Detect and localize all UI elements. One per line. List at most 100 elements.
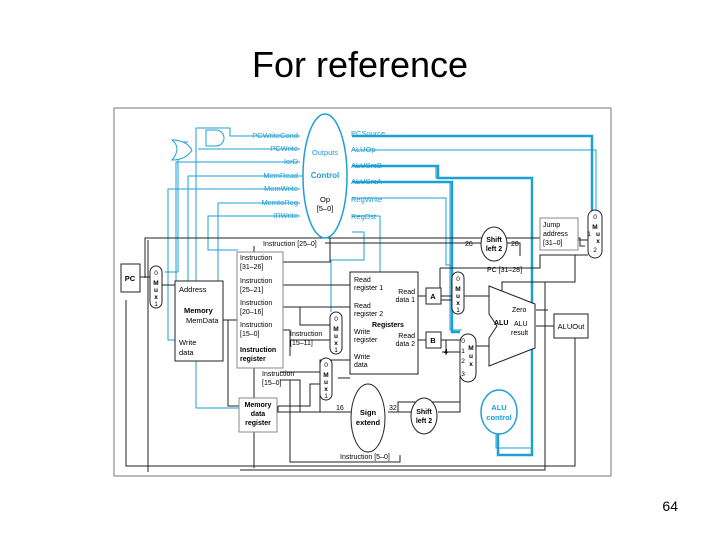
register-file: Read register 1 Read register 2 Write re… bbox=[349, 271, 419, 375]
reg-write-register-a: Write bbox=[354, 329, 370, 336]
mux-alusrca-0: 0 bbox=[456, 276, 460, 283]
alu-zero: Zero bbox=[512, 307, 527, 314]
thick-control-lines bbox=[352, 134, 594, 457]
memory-memdata: MemData bbox=[186, 316, 219, 325]
signal-regdst: RegDst bbox=[351, 212, 377, 221]
mux-iord-x: x bbox=[154, 294, 158, 301]
register-b-label: B bbox=[430, 336, 436, 345]
memory-data: data bbox=[179, 348, 194, 357]
jump-l2: address bbox=[543, 231, 568, 238]
control-outputs-label: Outputs bbox=[312, 148, 339, 157]
instr-31-26-a: Instruction bbox=[240, 255, 272, 262]
reg-write-register-b: register bbox=[354, 337, 378, 344]
alu-control-l1: ALU bbox=[491, 403, 506, 412]
register-b: B bbox=[425, 331, 442, 349]
or-gate bbox=[170, 139, 193, 161]
sign-extend-l1: Sign bbox=[360, 408, 377, 417]
signal-alusrca: ALUSrcA bbox=[351, 177, 382, 186]
mdr-l3: register bbox=[245, 420, 271, 427]
reg-write-data-b: data bbox=[354, 362, 368, 369]
signal-pcsource: PCSource bbox=[351, 129, 385, 138]
mux-pcsource-0: 0 bbox=[593, 214, 597, 221]
shift-left-top-in-bits: 26 bbox=[465, 241, 473, 248]
sign-extend: Sign extend bbox=[350, 383, 386, 453]
signal-memread: MemRead bbox=[263, 171, 298, 180]
instr-15-0-b: [15–0] bbox=[240, 331, 260, 338]
reg-read-data-2a: Read bbox=[398, 333, 415, 340]
control-op-label: Op bbox=[320, 195, 330, 204]
mux-alusrcb: 0 1 2 3 M u x bbox=[459, 333, 477, 383]
reg-read-register-1a: Read bbox=[354, 277, 371, 284]
instr-20-16-b: [20–16] bbox=[240, 309, 263, 316]
pc-register: PC bbox=[120, 263, 141, 293]
jump-l3: [31–0] bbox=[543, 240, 563, 247]
mux-regdst-u: u bbox=[334, 333, 338, 340]
instr-25-0-label: Instruction [25–0] bbox=[263, 241, 317, 248]
mux-alusrca-m: M bbox=[455, 286, 460, 293]
memory-title: Memory bbox=[184, 306, 214, 315]
mux-alusrcb-2: 2 bbox=[461, 358, 465, 365]
mux-regdst-1: 1 bbox=[334, 347, 338, 354]
instr-15-0-lower-b: [15–0] bbox=[262, 380, 282, 387]
alu: Zero ALU ALU result bbox=[488, 285, 536, 367]
shift-left-bottom-l2: left 2 bbox=[416, 418, 432, 425]
instr-20-16-a: Instruction bbox=[240, 300, 272, 307]
memory-unit: Address Memory MemData Write data bbox=[174, 280, 224, 362]
mux-regdst-0: 0 bbox=[334, 316, 338, 323]
reg-read-register-1b: register 1 bbox=[354, 285, 383, 292]
mux-memtoreg: 0 M u x 1 bbox=[319, 357, 333, 401]
pc-label: PC bbox=[125, 274, 136, 283]
slide-title: For reference bbox=[251, 44, 469, 85]
control-left-signal-labels: PCWriteCond PCWrite IorD MemRead MemWrit… bbox=[252, 131, 298, 220]
mux-iord-m: M bbox=[153, 280, 158, 287]
pc-31-28-label: PC [31–28] bbox=[487, 267, 522, 274]
mux-pcsource-x: x bbox=[596, 238, 600, 245]
shift-left-bottom-l1: Shift bbox=[416, 409, 432, 416]
mux-alusrcb-u: u bbox=[469, 353, 473, 360]
instr-25-21-a: Instruction bbox=[240, 278, 272, 285]
reg-read-data-1a: Read bbox=[398, 289, 415, 296]
reg-write-data-a: Write bbox=[354, 354, 370, 361]
memory-address: Address bbox=[179, 285, 207, 294]
mux-iord-1: 1 bbox=[154, 301, 158, 308]
mux-alusrca-x: x bbox=[456, 300, 460, 307]
sign-extend-in-bits: 16 bbox=[336, 405, 344, 412]
mux-iord: 0 M u x 1 bbox=[149, 265, 163, 309]
mux-alusrcb-m: M bbox=[468, 345, 473, 352]
mux-memtoreg-x: x bbox=[324, 386, 328, 393]
mux-iord-0: 0 bbox=[154, 270, 158, 277]
mux-regdst-x: x bbox=[334, 340, 338, 347]
alu-control-l2: control bbox=[486, 413, 511, 422]
instr-15-0-a: Instruction bbox=[240, 322, 272, 329]
register-a: A bbox=[425, 287, 442, 305]
control-right-signal-labels: PCSource ALUOp ALUSrcB ALUSrcA RegWrite … bbox=[351, 129, 385, 221]
instr-25-21-b: [25–21] bbox=[240, 287, 263, 294]
mux-alusrca-1: 1 bbox=[456, 307, 460, 314]
constant-four: 4 bbox=[444, 349, 448, 356]
memory-write: Write bbox=[179, 338, 196, 347]
mux-pcsource-1: 1 bbox=[587, 231, 591, 238]
mux-pcsource-m: M bbox=[592, 224, 597, 231]
memory-data-register: Memory data register bbox=[238, 397, 278, 433]
shift-left-top-l1: Shift bbox=[486, 237, 502, 244]
shift-left-top-out-bits: 28 bbox=[511, 241, 519, 248]
signal-memtoreg: MemtoReg bbox=[261, 198, 298, 207]
instr-15-0-lower-a: Instruction bbox=[262, 371, 294, 378]
mux-memtoreg-1: 1 bbox=[324, 393, 328, 400]
alu-control: ALU control bbox=[480, 389, 518, 435]
mdr-l1: Memory bbox=[245, 402, 272, 409]
sign-extend-out-bits: 32 bbox=[389, 405, 397, 412]
page-number: 64 bbox=[662, 498, 678, 514]
jump-address: Jump address [31–0] bbox=[539, 217, 579, 251]
aluout-register: ALUOut bbox=[553, 313, 589, 339]
sign-extend-l2: extend bbox=[356, 418, 381, 427]
mdr-l2: data bbox=[251, 411, 266, 418]
mux-iord-u: u bbox=[154, 287, 158, 294]
reg-read-register-2b: register 2 bbox=[354, 311, 383, 318]
shift-left-bottom: Shift left 2 bbox=[410, 397, 438, 435]
signal-irwrite: IRWrite bbox=[273, 211, 298, 220]
signal-regwrite: RegWrite bbox=[351, 195, 382, 204]
jump-l1: Jump bbox=[543, 222, 560, 229]
signal-pcwritecond: PCWriteCond bbox=[252, 131, 298, 140]
signal-alusrcb: ALUSrcB bbox=[351, 161, 382, 170]
